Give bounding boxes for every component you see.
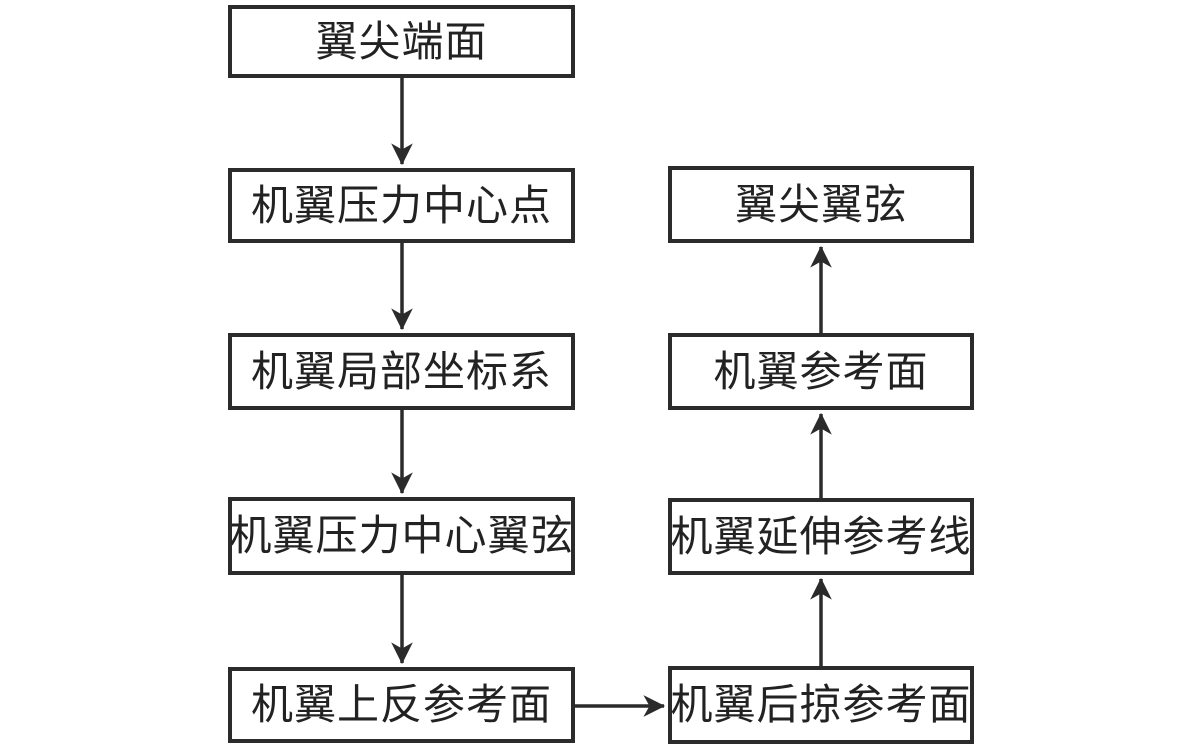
flow-node-reference-plane: 机翼参考面 [668,333,974,410]
flow-node-local-coords: 机翼局部坐标系 [228,333,575,410]
flow-node-pressure-chord: 机翼压力中心翼弦 [228,497,575,575]
flow-node-wingtip-face: 翼尖端面 [228,5,575,78]
flow-node-wingtip-chord: 翼尖翼弦 [668,166,974,243]
flow-node-dihedral-plane: 机翼上反参考面 [228,667,575,743]
flow-node-sweep-plane: 机翼后掠参考面 [668,666,974,744]
flow-node-extension-line: 机翼延伸参考线 [668,498,974,575]
flow-node-pressure-point: 机翼压力中心点 [228,168,575,243]
